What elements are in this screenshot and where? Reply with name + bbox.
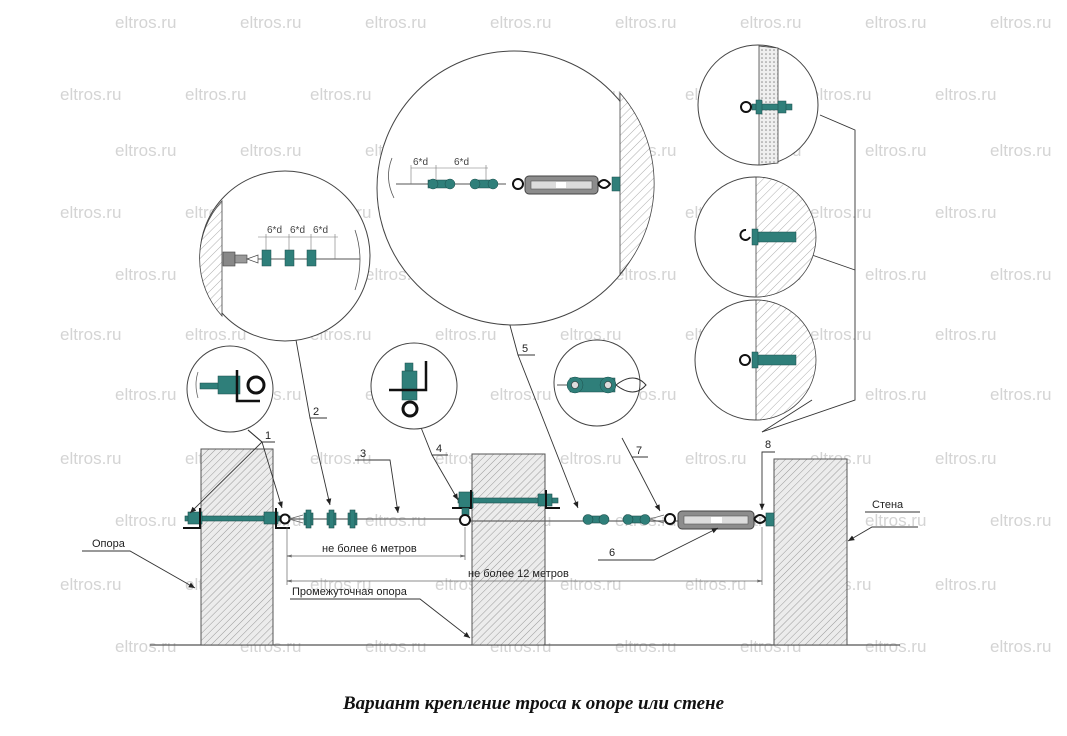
watermark-text: eltros.ru	[115, 265, 176, 284]
watermark-text: eltros.ru	[990, 511, 1051, 530]
bolt-intermediate-support	[452, 490, 560, 526]
watermark-text: eltros.ru	[115, 511, 176, 530]
watermark-text: eltros.ru	[865, 13, 926, 32]
detail-circle-2	[199, 170, 371, 342]
span-long-label: не более 12 метров	[468, 568, 569, 580]
label-leaders	[82, 526, 918, 639]
watermark-text: eltros.ru	[365, 13, 426, 32]
watermark-text: eltros.ru	[115, 637, 176, 656]
wall	[773, 458, 848, 646]
intermediate-support-label: Промежуточная опора	[292, 586, 408, 598]
watermark-text: eltros.ru	[615, 637, 676, 656]
watermark-text: eltros.ru	[185, 325, 246, 344]
turnbuckle	[677, 510, 775, 530]
spacing-label: 6*d	[267, 225, 282, 236]
detail-circle-8c	[694, 299, 817, 421]
watermark-text: eltros.ru	[310, 449, 371, 468]
watermark-text: eltros.ru	[365, 637, 426, 656]
watermark-text: eltros.ru	[935, 325, 996, 344]
watermark-text: eltros.ru	[990, 637, 1051, 656]
callout-2: 2	[313, 406, 319, 418]
watermark-text: eltros.ru	[810, 325, 871, 344]
watermark-text: eltros.ru	[935, 203, 996, 222]
detail-circle-8b	[694, 176, 817, 298]
watermark-text: eltros.ru	[685, 449, 746, 468]
watermark-text: eltros.ru	[865, 385, 926, 404]
cable-clamps-group-1	[288, 509, 358, 529]
watermark-text: eltros.ru	[240, 13, 301, 32]
watermark-text: eltros.ru	[115, 385, 176, 404]
support-post	[200, 448, 274, 646]
watermark-text: eltros.ru	[490, 13, 551, 32]
spacing-label: 6*d	[454, 157, 469, 168]
watermark-text: eltros.ru	[990, 265, 1051, 284]
watermark-text: eltros.ru	[365, 511, 426, 530]
watermark-text: eltros.ru	[60, 449, 121, 468]
watermark-text: eltros.ru	[185, 85, 246, 104]
watermark-text: eltros.ru	[240, 141, 301, 160]
watermark-text: eltros.ru	[435, 325, 496, 344]
spacing-label: 6*d	[290, 225, 305, 236]
watermark-text: eltros.ru	[865, 637, 926, 656]
watermark-text: eltros.ru	[615, 13, 676, 32]
watermark-text: eltros.ru	[935, 575, 996, 594]
watermark-text: eltros.ru	[990, 385, 1051, 404]
watermark-text: eltros.ru	[560, 575, 621, 594]
span-short-label: не более 6 метров	[322, 543, 417, 555]
support-label: Опора	[92, 538, 126, 550]
callout-6: 6	[609, 547, 615, 559]
intermediate-support-post	[471, 453, 546, 646]
callout-1: 1	[265, 430, 271, 442]
watermark-text: eltros.ru	[990, 13, 1051, 32]
detail-circle-7	[553, 339, 647, 427]
callout-7: 7	[636, 445, 642, 457]
dimension-lines	[286, 527, 763, 585]
callout-leaders	[189, 114, 856, 561]
watermark-text: eltros.ru	[310, 85, 371, 104]
watermark-text: eltros.ru	[560, 325, 621, 344]
callout-8: 8	[765, 439, 771, 451]
watermark-text: eltros.ru	[685, 575, 746, 594]
detail-circle-1	[186, 345, 274, 433]
detail-circle-8a	[697, 44, 819, 166]
watermark-text: eltros.ru	[990, 141, 1051, 160]
spacing-label: 6*d	[413, 157, 428, 168]
watermark-text: eltros.ru	[115, 141, 176, 160]
callout-4: 4	[436, 443, 442, 455]
watermark-text: eltros.ru	[935, 85, 996, 104]
watermark-text: eltros.ru	[560, 449, 621, 468]
detail-circle-4	[370, 342, 458, 430]
watermark-text: eltros.ru	[865, 511, 926, 530]
watermark-text: eltros.ru	[60, 325, 121, 344]
diagram-caption: Вариант крепление троса к опоре или стен…	[342, 693, 725, 714]
spacing-label: 6*d	[313, 225, 328, 236]
watermark-text: eltros.ru	[740, 13, 801, 32]
watermark-text: eltros.ru	[865, 265, 926, 284]
watermark-text: eltros.ru	[115, 13, 176, 32]
watermark-text: eltros.ru	[60, 85, 121, 104]
watermark-text: eltros.ru	[810, 203, 871, 222]
watermark-text: eltros.ru	[865, 141, 926, 160]
cable-clamps-group-2	[582, 513, 676, 525]
watermark-text: eltros.ru	[935, 449, 996, 468]
wall-label: Стена	[872, 499, 904, 511]
watermark-text: eltros.ru	[615, 265, 676, 284]
callout-5: 5	[522, 343, 528, 355]
watermark-text: eltros.ru	[60, 203, 121, 222]
watermark-text: eltros.ru	[60, 575, 121, 594]
watermark-text: eltros.ru	[810, 85, 871, 104]
detail-circle-5	[376, 50, 655, 326]
callout-3: 3	[360, 448, 366, 460]
watermark-text: eltros.ru	[490, 385, 551, 404]
